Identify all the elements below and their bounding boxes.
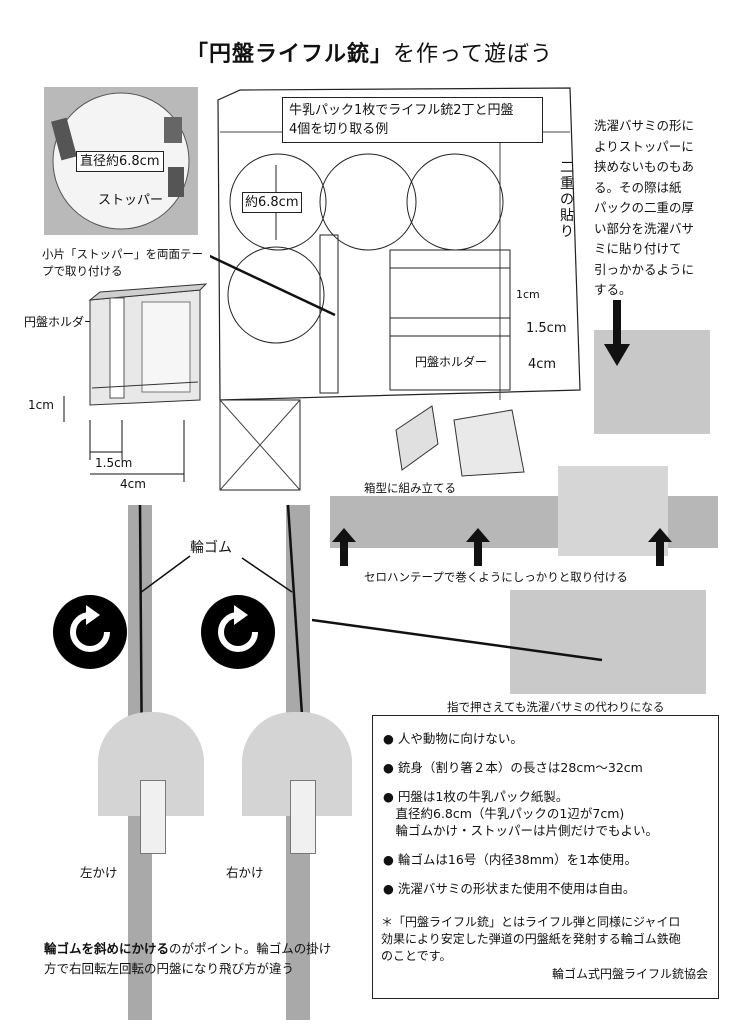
carton-caption-line2: 4個を切り取る例	[289, 122, 389, 137]
rubber-label: 輪ゴム	[190, 540, 232, 556]
note-item: 洗濯バサミの形状また使用不使用は自由。	[383, 880, 718, 897]
holder-dim-inner: 1.5cm	[95, 456, 133, 470]
assembled-boxes	[395, 405, 525, 477]
right-hook-label: 右かけ	[226, 865, 264, 880]
slant-note: 輪ゴムを斜めにかけるのがポイント。輪ゴムの掛け 方で右回転左回転の円盤になり飛び…	[44, 939, 364, 979]
title-rest: を作って遊ぼう	[393, 42, 553, 67]
carton-caption: 牛乳パック1枚でライフル銃2丁と円盤 4個を切り取る例	[282, 97, 543, 143]
tape-caption: セロハンテープで巻くようにしっかりと取り付ける	[364, 570, 628, 584]
holder-dim-width: 4cm	[120, 477, 146, 491]
clip-note: 洗濯バサミの形に よりストッパーに 挟めないものもあ る。その際は紙 パックの二…	[594, 118, 695, 297]
carton-holder-label: 円盤ホルダー	[415, 355, 488, 369]
carton-dim-1cm: 1cm	[516, 288, 540, 301]
stopper-caption: 小片「ストッパー」を両面テー プで取り付ける	[42, 247, 203, 278]
slant-note-rest: のがポイント。輪ゴムの掛け 方で右回転左回転の円盤になり飛び方が違う	[44, 941, 332, 976]
holder-dim-height: 1cm	[28, 398, 54, 412]
holder-label: 円盤ホルダー	[24, 315, 97, 329]
carton-double-glue: 二重の貼り	[560, 160, 574, 240]
finger-photo	[510, 590, 706, 694]
holder-dimension-lines	[63, 396, 185, 482]
page-title: 「円盤ライフル銃」を作って遊ぼう	[0, 36, 739, 68]
left-gun-clip	[140, 780, 166, 854]
left-rotate-icon	[53, 595, 127, 669]
note-item: 円盤は1枚の牛乳パック紙製。 直径約6.8cm（牛乳パックの1辺が7cm) 輪ゴ…	[383, 788, 718, 839]
finger-caption: 指で押さえても洗濯バサミの代わりになる	[447, 700, 665, 714]
disc-diameter-label: 直径約6.8cm	[76, 151, 164, 172]
right-gun-clip	[290, 780, 316, 854]
right-rotate-icon	[201, 595, 275, 669]
assemble-caption: 箱型に組み立てる	[364, 481, 456, 495]
carton-circle-label: 約6.8cm	[242, 192, 302, 213]
tape-arrows	[332, 528, 672, 566]
slant-note-bold: 輪ゴムを斜めにかける	[44, 941, 170, 956]
finger-rubber-line	[312, 618, 603, 662]
carton-dim-1-5cm: 1.5cm	[526, 321, 567, 336]
note-item: 銃身（割り箸２本）の長さは28cm〜32cm	[383, 759, 718, 776]
association: 輪ゴム式円盤ライフル銃協会	[551, 967, 708, 981]
left-hook-label: 左かけ	[80, 865, 118, 880]
rubber-pointers	[139, 555, 293, 594]
notes-box: 人や動物に向けない。 銃身（割り箸２本）の長さは28cm〜32cm 円盤は1枚の…	[372, 715, 719, 999]
note-item: 人や動物に向けない。	[383, 730, 718, 747]
disc-stopper-label: ストッパー	[98, 193, 164, 208]
title-main: 「円盤ライフル銃」	[186, 42, 394, 67]
footnote: ＊「円盤ライフル銃」とはライフル弾と同様にジャイロ 効果により安定した弾道の円盤…	[381, 915, 681, 963]
carton-caption-line1: 牛乳パック1枚でライフル銃2丁と円盤	[289, 103, 514, 118]
carton-dim-4cm: 4cm	[528, 357, 557, 372]
note-item: 輪ゴムは16号（内径38mm）を1本使用。	[383, 851, 718, 868]
holder-illustration	[88, 283, 208, 406]
clip-arrow	[604, 300, 630, 366]
notes-list: 人や動物に向けない。 銃身（割り箸２本）の長さは28cm〜32cm 円盤は1枚の…	[373, 716, 718, 897]
